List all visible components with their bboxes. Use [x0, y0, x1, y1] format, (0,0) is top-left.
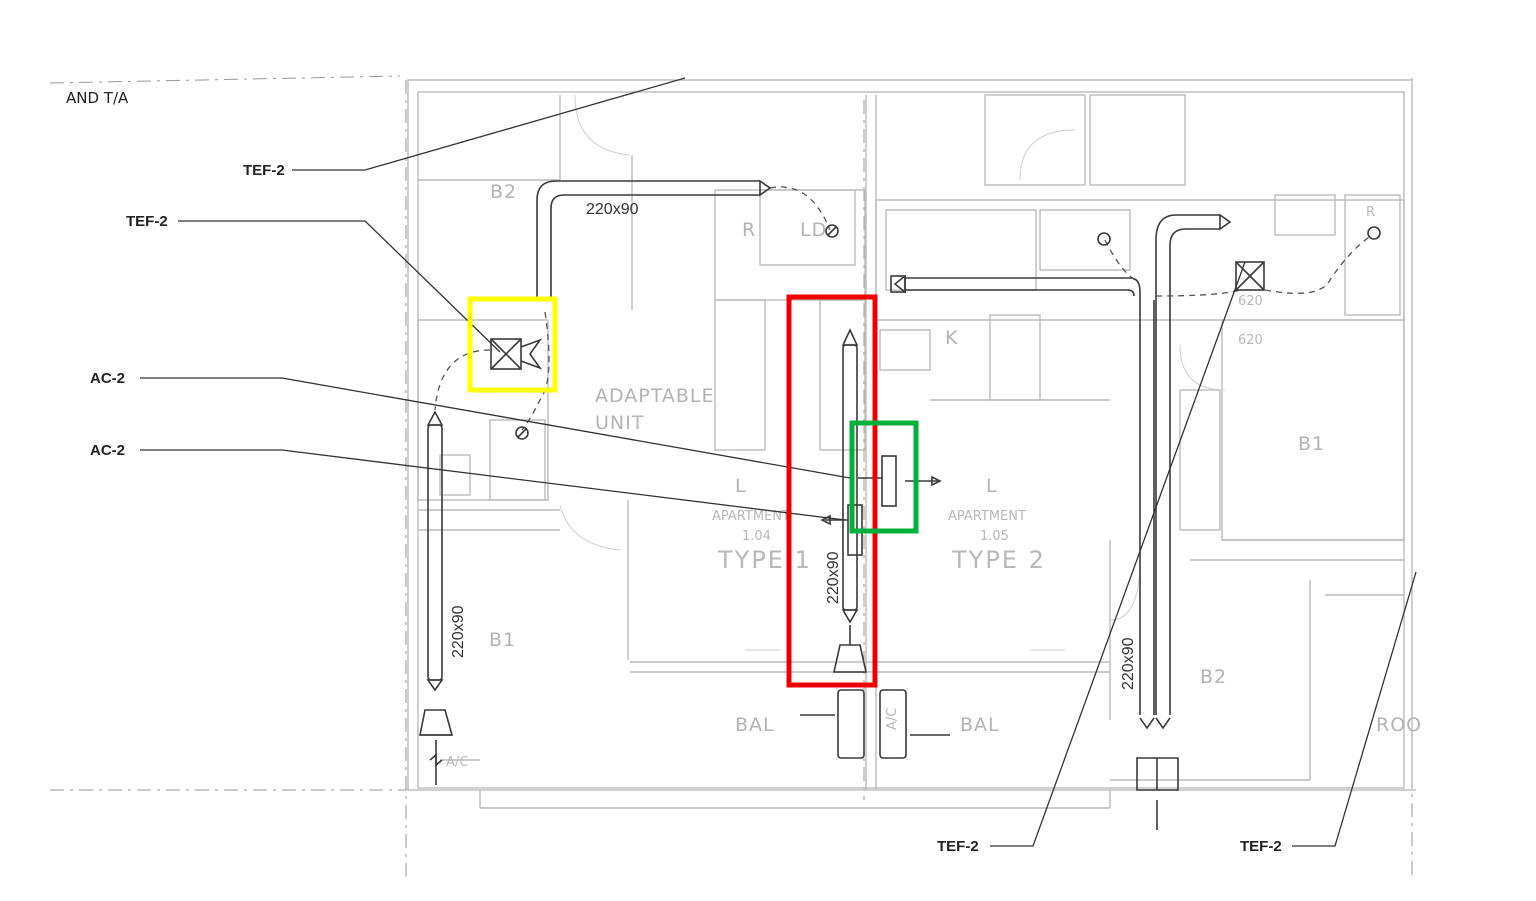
room-label-r-right: R [1366, 205, 1375, 220]
highlight-box-yellow [467, 296, 558, 393]
highlight-boxes [467, 294, 919, 688]
highlight-box-green [849, 420, 919, 534]
room-label-dim-620-b: 620 [1238, 333, 1263, 348]
grid-lines [49, 75, 1416, 880]
room-label-bal-right: BAL [960, 714, 1000, 736]
tag-tef-2-c: TEF-2 [937, 838, 979, 855]
highlight-box-red [786, 294, 878, 688]
duct-size-right-vertical: 220x90 [1120, 637, 1137, 690]
duct-size-center-vertical: 220x90 [825, 551, 842, 604]
note-and-ta: AND T/A [66, 89, 129, 107]
tag-tef-2-d: TEF-2 [1240, 838, 1282, 855]
room-label-b1-left: B1 [489, 629, 516, 651]
room-label-bal-left: BAL [735, 714, 775, 736]
room-label-l-104: L [735, 475, 747, 497]
room-label-b2-top-left: B2 [490, 181, 517, 203]
room-label-dim-620-a: 620 [1238, 294, 1263, 309]
room-label-ac-center: A/C [885, 708, 900, 730]
room-label-r-left: R [742, 219, 756, 241]
room-label-ld: LD [800, 219, 827, 241]
room-label-roo: ROO [1376, 714, 1422, 736]
tag-ac-2-a: AC-2 [90, 370, 125, 387]
room-labels: B2 B1 B1 B2 ADAPTABLE UNIT L APARTMENT 1… [446, 181, 1422, 770]
room-label-b2-right: B2 [1200, 666, 1227, 688]
leader-lines [140, 77, 1417, 847]
architectural-walls [407, 79, 1413, 809]
equipment-tags: TEF-2 TEF-2 AC-2 AC-2 TEF-2 TEF-2 [90, 162, 1282, 855]
room-label-l-105: L [986, 475, 998, 497]
duct-size-left-vertical: 220x90 [450, 605, 467, 658]
tag-tef-2-a: TEF-2 [243, 162, 285, 179]
duct-size-top: 220x90 [586, 201, 639, 218]
room-label-adaptable: ADAPTABLE [595, 385, 715, 407]
room-label-kitchen: K [945, 327, 958, 349]
room-label-ac-left: A/C [446, 755, 468, 770]
room-label-apartment-105-number: 1.05 [980, 529, 1009, 544]
room-label-type-1: TYPE 1 [717, 546, 812, 574]
room-label-b1-right: B1 [1298, 433, 1325, 455]
room-label-apartment-105: APARTMENT [948, 509, 1026, 524]
duct-size-labels: 220x90 220x90 220x90 220x90 [450, 201, 1137, 690]
ductwork [419, 179, 1381, 830]
room-label-unit: UNIT [595, 412, 644, 434]
room-label-apartment-104: APARTMENT [712, 509, 790, 524]
tag-tef-2-b: TEF-2 [126, 213, 168, 230]
tag-ac-2-b: AC-2 [90, 442, 125, 459]
room-label-apartment-104-number: 1.04 [742, 529, 771, 544]
room-label-type-2: TYPE 2 [951, 546, 1046, 574]
